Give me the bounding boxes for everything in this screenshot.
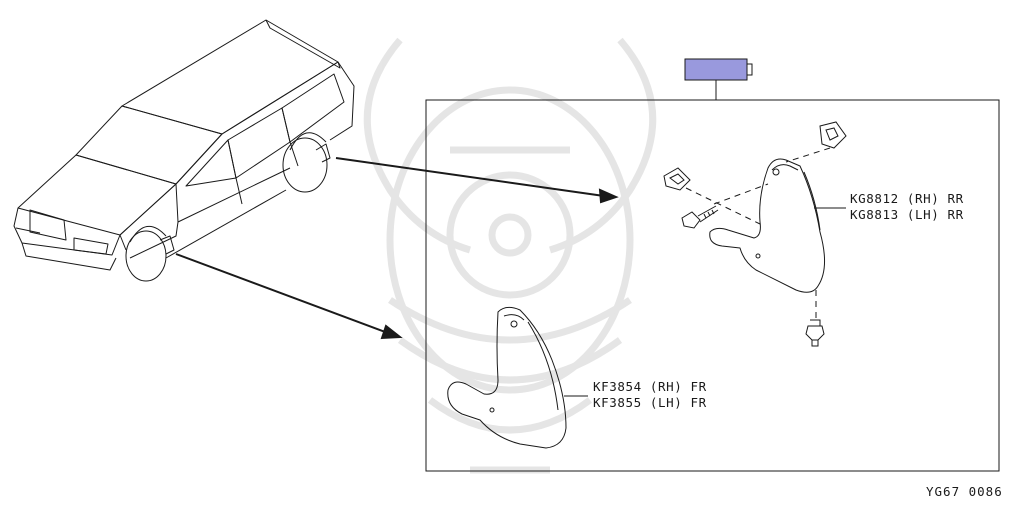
screw-icon — [681, 205, 719, 229]
front-part-label-rh: KF3854 (RH) FR — [593, 379, 707, 394]
vehicle-outline-icon — [13, 19, 355, 282]
clip-icon — [663, 121, 847, 191]
box-tab-icon — [684, 58, 753, 100]
watermark-emblem-icon — [363, 37, 657, 474]
mud-flap-front-icon — [447, 306, 574, 449]
bolt-icon — [805, 319, 825, 347]
label-leaders — [574, 207, 846, 397]
detail-frame — [425, 99, 1000, 472]
mud-flap-rear-icon — [709, 158, 826, 293]
front-part-label-lh: KF3855 (LH) FR — [593, 395, 707, 410]
reference-code: YG67 0086 — [926, 484, 1003, 499]
rear-part-label-rh: KG8812 (RH) RR — [850, 191, 964, 206]
pointer-arrows — [175, 157, 619, 340]
rear-part-label-lh: KG8813 (LH) RR — [850, 207, 964, 222]
assembly-lines — [685, 147, 831, 320]
